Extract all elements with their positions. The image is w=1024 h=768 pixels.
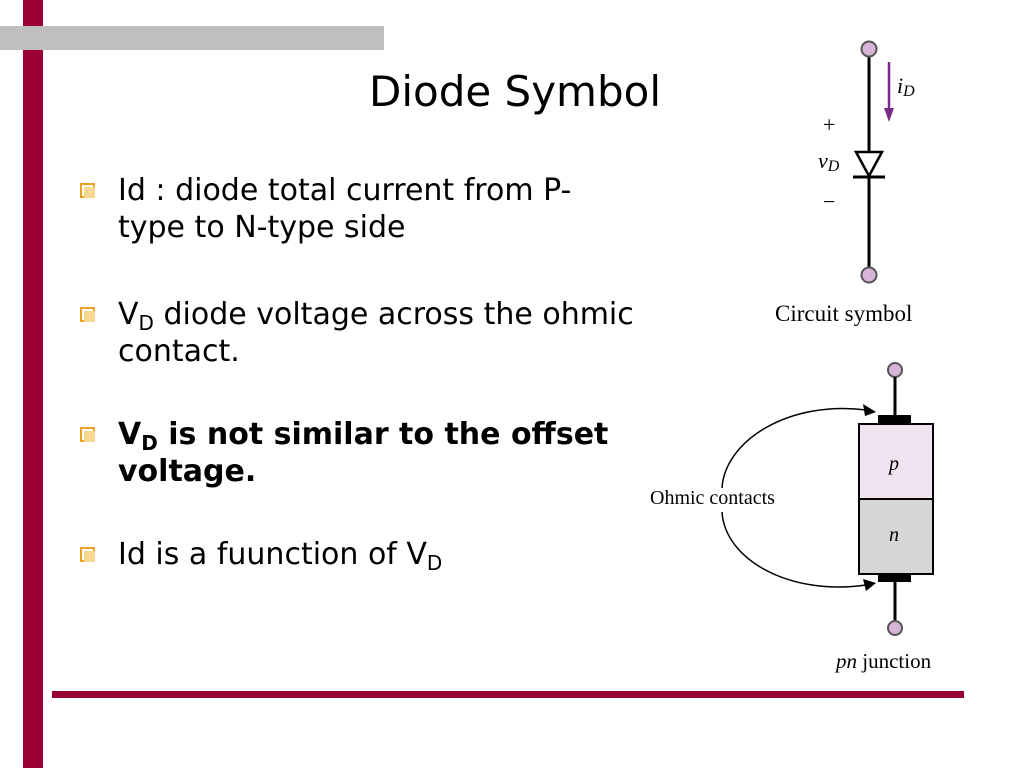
ohmic-arrowhead-bottom [863,579,876,591]
bullet-item-1: Id : diode total current from P-type to … [78,172,638,246]
bullet-3-post: is not similar to the offset voltage. [118,417,609,489]
ohmic-arrow-top [721,407,867,489]
n-label: n [889,524,899,546]
bullet-box-icon [80,307,95,322]
bullet-item-3: VD is not similar to the offset voltage. [78,416,638,490]
bullet-3-pre: V [118,417,142,452]
bullet-1-text: Id : diode total current from P-type to … [118,173,572,245]
bullet-list: Id : diode total current from P-type to … [78,172,638,573]
bullet-item-4: Id is a fuunction of VD [78,536,638,573]
bullet-box-icon [80,183,95,198]
circuit-caption: Circuit symbol [775,301,912,326]
circuit-top-terminal [860,40,878,58]
top-gray-bar [0,26,384,50]
slide-title: Diode Symbol [368,67,661,116]
plus-sign: + [823,112,835,137]
bullet-4-pre: Id is a fuunction of V [118,537,427,572]
bullet-item-2: VD diode voltage across the ohmic contac… [78,296,638,370]
junction-bottom-terminal [887,620,903,636]
minus-sign: − [823,189,835,214]
diode-triangle [853,150,885,179]
bullet-2-post: diode voltage across the ohmic contact. [118,297,634,369]
bullet-2-subscript: D [138,311,154,335]
junction-caption: pn junction [834,649,932,673]
bullet-4-subscript: D [426,551,443,575]
bottom-accent-rule [52,691,964,698]
voltage-label: vD [818,148,840,175]
ohmic-arrow-bottom [721,511,867,588]
ohmic-contacts-label: Ohmic contacts [650,487,775,509]
bullet-box-icon [80,547,95,562]
bullet-2-pre: V [118,297,139,332]
left-accent-bar [23,0,43,768]
bullet-3-subscript: D [141,431,158,455]
junction-top-terminal [887,362,903,378]
ohmic-arrowhead-top [863,404,876,416]
current-label: iD [897,73,915,100]
bullet-box-icon [80,427,95,442]
p-label: p [887,453,899,475]
circuit-bottom-terminal [860,266,878,284]
current-arrow-head [884,108,894,122]
ohmic-contact-top [878,415,911,423]
ohmic-contact-bottom [878,574,911,582]
